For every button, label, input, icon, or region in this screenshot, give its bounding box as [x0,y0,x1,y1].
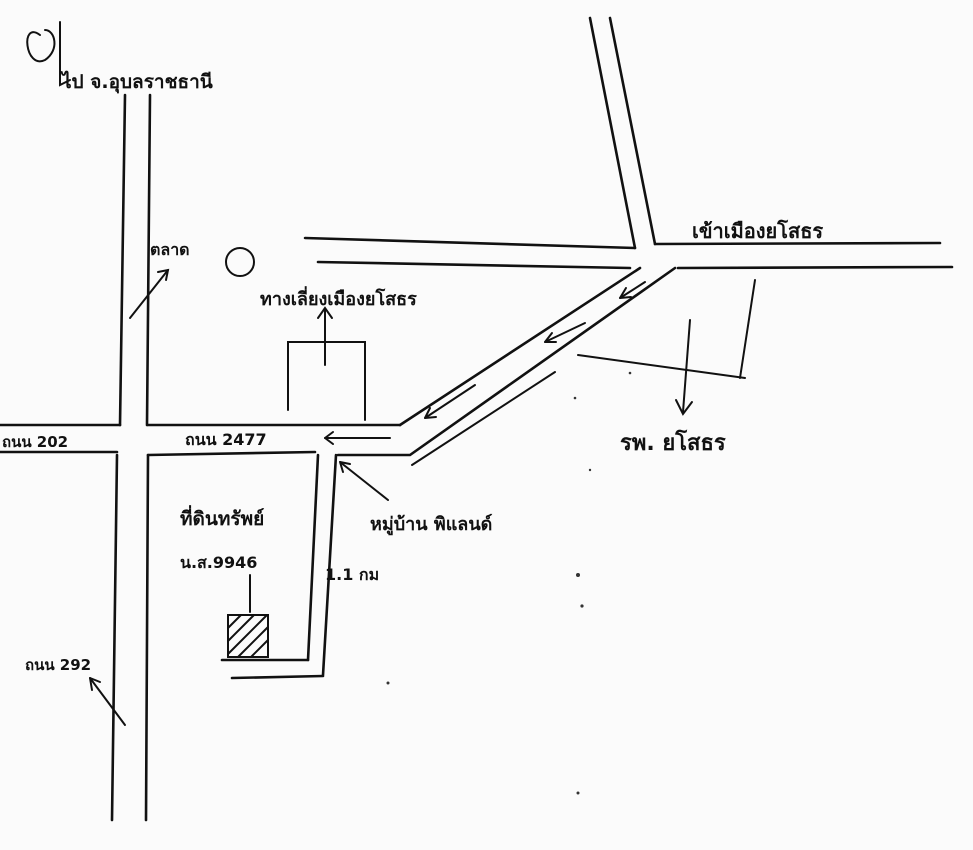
village-arrow-icon [339,461,351,473]
road-292-pointer [89,677,126,726]
label-site: ที่ดินทรัพย์ [180,505,264,530]
city-road-lower-east [676,265,954,270]
hospital-line-2 [739,279,756,379]
scan-specks [386,371,632,795]
soi-road-bottom-lower [230,674,325,680]
road-292-arrow-icon [89,677,101,691]
road-ns-left-lower [110,453,119,822]
diagonal-road-top [398,266,642,427]
city-road-upper-east [653,241,942,246]
route-arrows [324,281,646,445]
city-hall-pointer [129,269,169,319]
building-box [287,341,366,421]
road-ns-right-lower [144,453,150,822]
city-road-lower [316,260,632,270]
soi-road-left [306,453,320,662]
label-bypass: ทางเลี่ยงเมืองยโสธร [260,286,417,310]
label-road-2477: ถนน 2477 [185,430,267,449]
hospital-line-1 [577,354,746,379]
label-road-202: ถนน 202 [2,433,68,451]
label-city-hall: ตลาด [150,240,190,259]
hospital-pointer [682,319,691,413]
hospital-arrow-icon [675,399,693,416]
village-pointer [339,461,389,501]
label-to-udon: ไป จ.อุบลราชธานี [60,70,213,94]
label-enter-city: เข้าเมืองยโสธร [692,219,823,243]
label-title-deed: น.ส.9946 [180,553,257,572]
label-hospital: รพ. ยโสธร [620,429,726,456]
label-road-292: ถนน 292 [25,656,91,674]
road-ns-right-upper [145,93,152,427]
city-road-upper [303,236,637,250]
soi-road-right [321,453,338,677]
road-2477-bottom [146,450,317,457]
label-distance: 1.1 กม [325,565,379,584]
label-village: หมู่บ้าน พิแลนด์ [370,513,492,536]
circle-marker [225,247,255,277]
bypass-arrow-icon [317,306,333,319]
road-ns-left-upper [118,93,127,427]
diagonal-road-edge [411,371,556,466]
site-parcel [227,614,269,658]
north-road-right [608,16,657,246]
diagonal-road-bottom [336,266,677,457]
north-road-left [588,16,637,250]
city-hall-arrow-icon [157,268,170,281]
site-hatch [227,614,269,658]
north-arrow-icon [26,21,71,87]
